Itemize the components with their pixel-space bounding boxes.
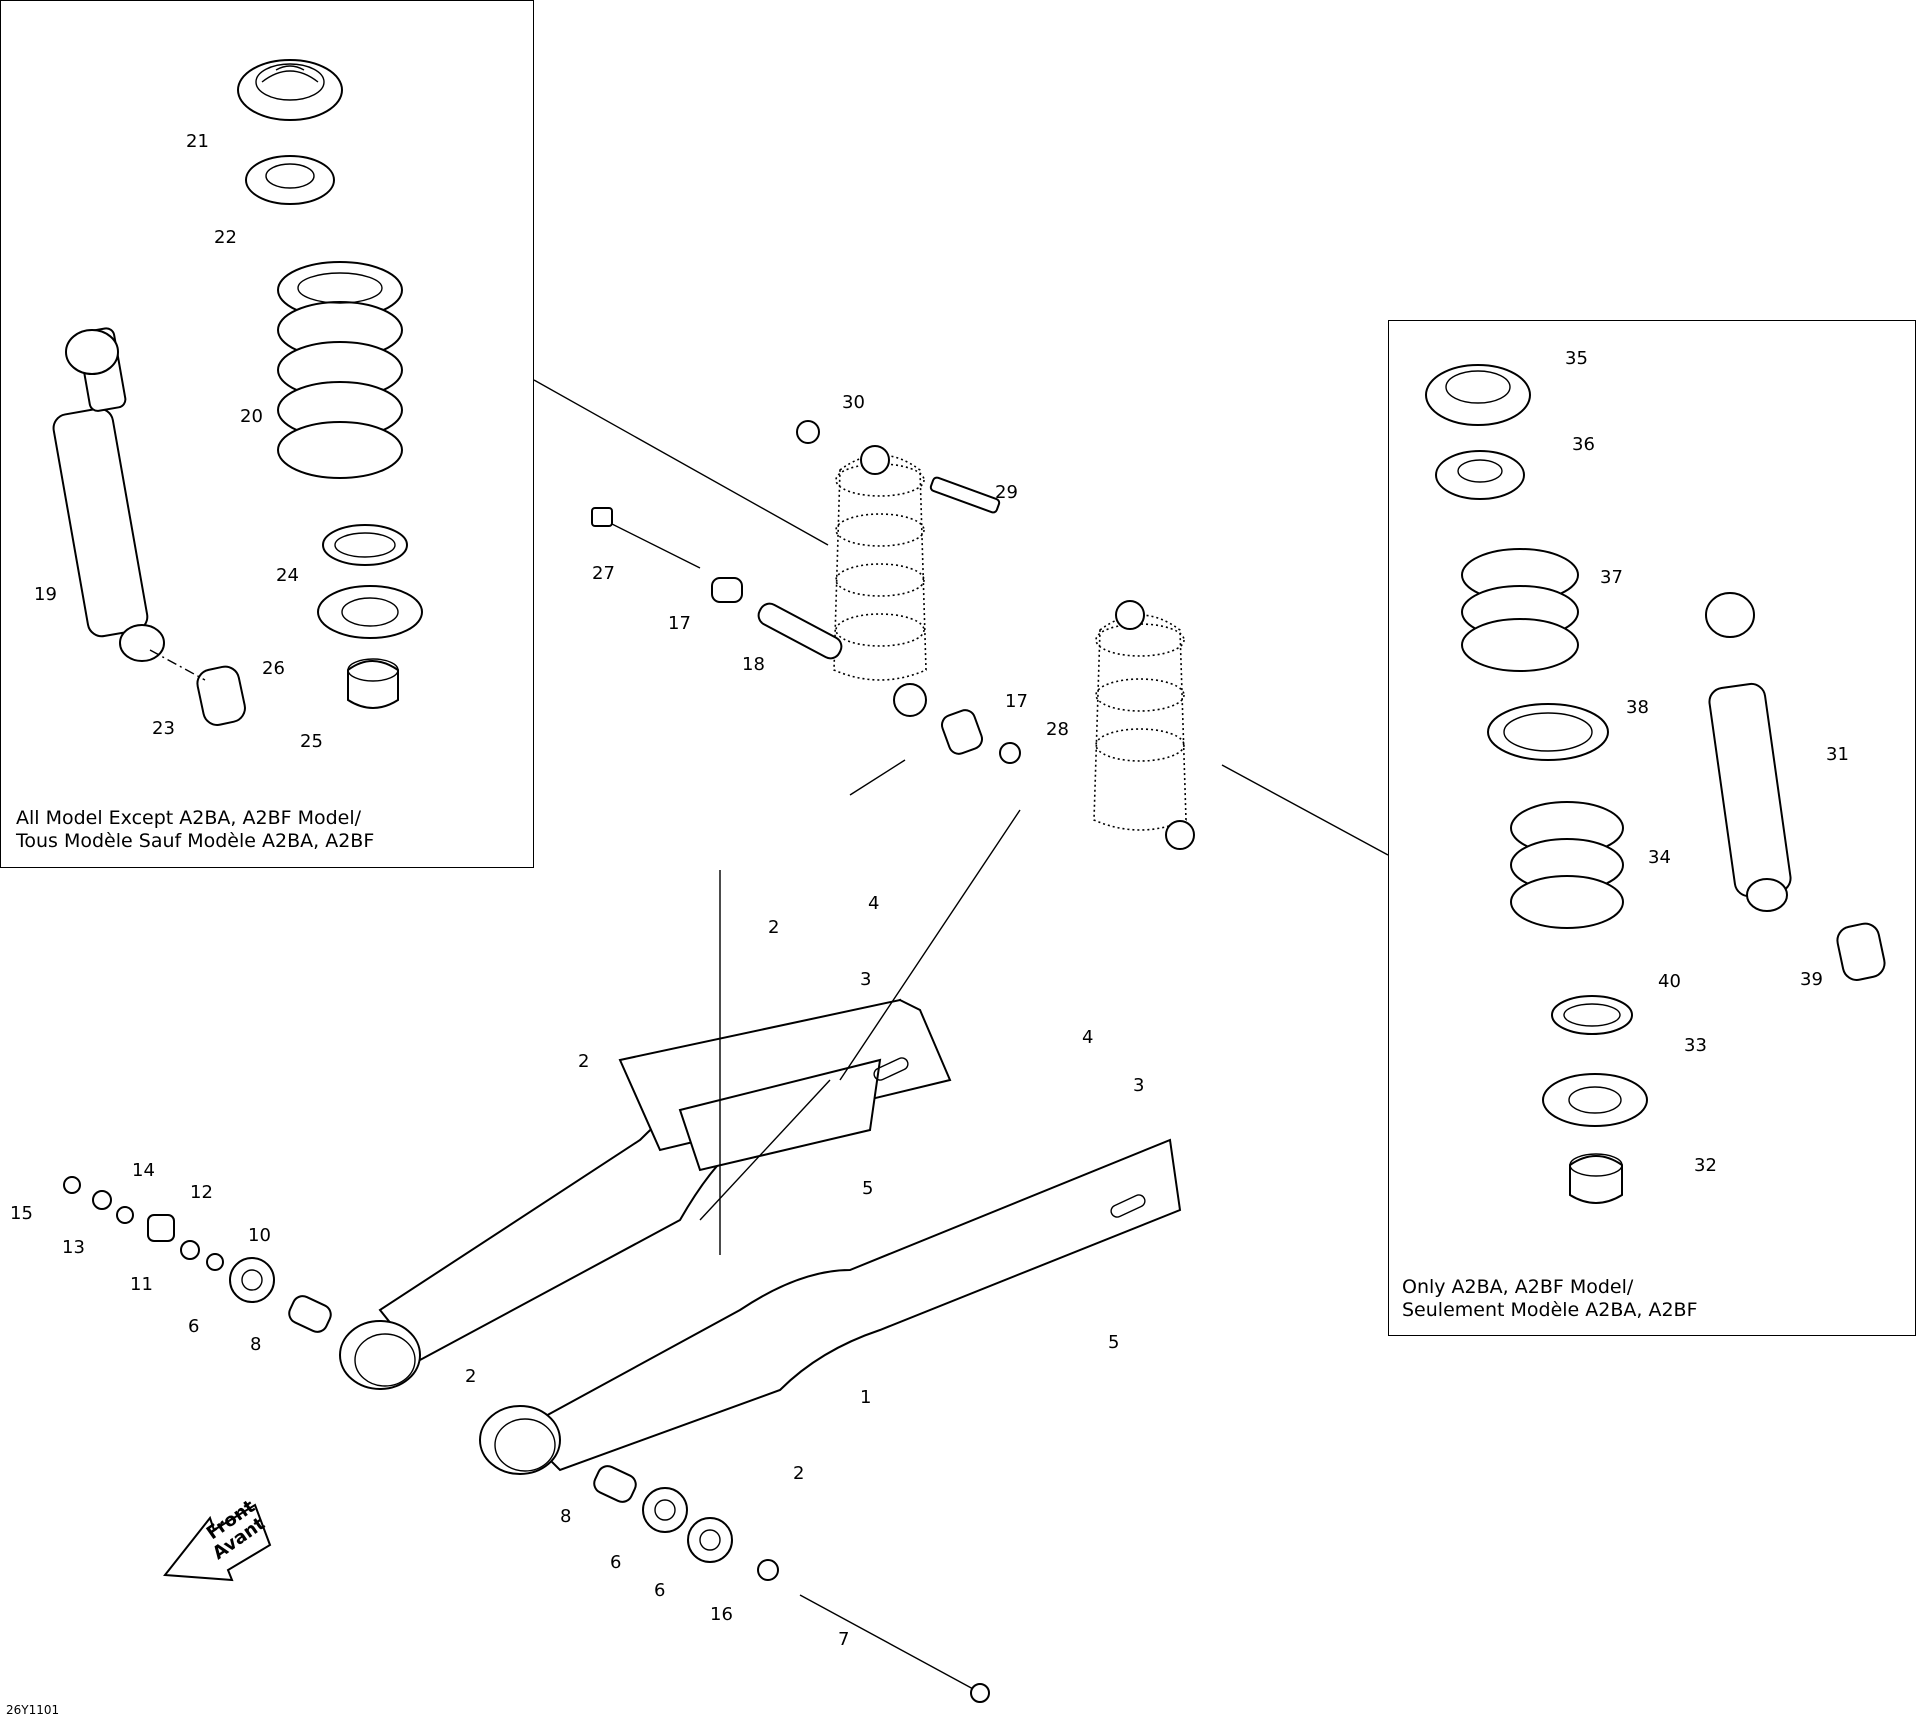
callout-6c: 6: [654, 1580, 665, 1601]
callout-18: 18: [742, 654, 765, 675]
right-caption-line-1: Only A2BA, A2BF Model/: [1402, 1276, 1634, 1298]
callout-31: 31: [1826, 744, 1849, 765]
callout-28: 28: [1046, 719, 1069, 740]
callout-13: 13: [62, 1237, 85, 1258]
callout-2c: 2: [465, 1366, 476, 1387]
right-inset-frame: [1388, 320, 1916, 1336]
callout-32: 32: [1694, 1155, 1717, 1176]
callout-17a: 17: [668, 613, 691, 634]
coil-spring-20: [277, 261, 403, 479]
callout-29: 29: [995, 482, 1018, 503]
callout-labels: 21 22 20 19 24 26 23 25 30 29 27 17 18 1…: [10, 131, 1849, 1650]
callout-6b: 6: [610, 1552, 621, 1573]
callout-38: 38: [1626, 697, 1649, 718]
callout-25: 25: [300, 731, 323, 752]
callout-10: 10: [248, 1225, 271, 1246]
callout-22: 22: [214, 227, 237, 248]
callout-3b: 3: [1133, 1075, 1144, 1096]
callout-30: 30: [842, 392, 865, 413]
callout-17b: 17: [1005, 691, 1028, 712]
pivot-hardware-right: [593, 1465, 990, 1703]
pivot-hardware-left: [63, 1176, 332, 1333]
callout-27: 27: [592, 563, 615, 584]
callout-1: 1: [860, 1387, 871, 1408]
callout-2a: 2: [768, 917, 779, 938]
callout-16: 16: [710, 1604, 733, 1625]
callout-39: 39: [1800, 969, 1823, 990]
left-inset-parts: [52, 59, 423, 726]
callout-6a: 6: [188, 1316, 199, 1337]
callout-14: 14: [132, 1160, 155, 1181]
left-inset-frame: [0, 0, 534, 868]
callout-20: 20: [240, 406, 263, 427]
left-inset-caption: All Model Except A2BA, A2BF Model/ Tous …: [16, 807, 374, 853]
callout-3a: 3: [860, 969, 871, 990]
callout-8b: 8: [560, 1506, 571, 1527]
callout-5a: 5: [862, 1178, 873, 1199]
callout-15: 15: [10, 1203, 33, 1224]
callout-12: 12: [190, 1182, 213, 1203]
callout-4b: 4: [1082, 1027, 1093, 1048]
callout-24: 24: [276, 565, 299, 586]
alternate-shock-assembly: [1093, 600, 1389, 856]
callout-11: 11: [130, 1274, 153, 1295]
left-caption-line-2: Tous Modèle Sauf Modèle A2BA, A2BF: [16, 830, 375, 852]
callout-2d: 2: [793, 1463, 804, 1484]
callout-19: 19: [34, 584, 57, 605]
callout-33: 33: [1684, 1035, 1707, 1056]
right-inset-caption: Only A2BA, A2BF Model/ Seulement Modèle …: [1402, 1276, 1698, 1322]
right-caption-line-2: Seulement Modèle A2BA, A2BF: [1402, 1299, 1698, 1321]
callout-23: 23: [152, 718, 175, 739]
figure-code: 26Y1101: [6, 1703, 60, 1717]
callout-37: 37: [1600, 567, 1623, 588]
center-shock-assembly: [533, 379, 1021, 764]
callout-2b: 2: [578, 1051, 589, 1072]
swing-arm-1: [339, 759, 1182, 1475]
left-caption-line-1: All Model Except A2BA, A2BF Model/: [16, 807, 362, 829]
callout-7: 7: [838, 1629, 849, 1650]
callout-21: 21: [186, 131, 209, 152]
callout-5b: 5: [1108, 1332, 1119, 1353]
callout-35: 35: [1565, 348, 1588, 369]
callout-4a: 4: [868, 893, 879, 914]
front-direction-arrow: Front Avant: [163, 1496, 272, 1582]
callout-40: 40: [1658, 971, 1681, 992]
right-inset-parts: [1425, 364, 1886, 1204]
callout-34: 34: [1648, 847, 1671, 868]
callout-8a: 8: [250, 1334, 261, 1355]
callout-36: 36: [1572, 434, 1595, 455]
callout-26: 26: [262, 658, 285, 679]
